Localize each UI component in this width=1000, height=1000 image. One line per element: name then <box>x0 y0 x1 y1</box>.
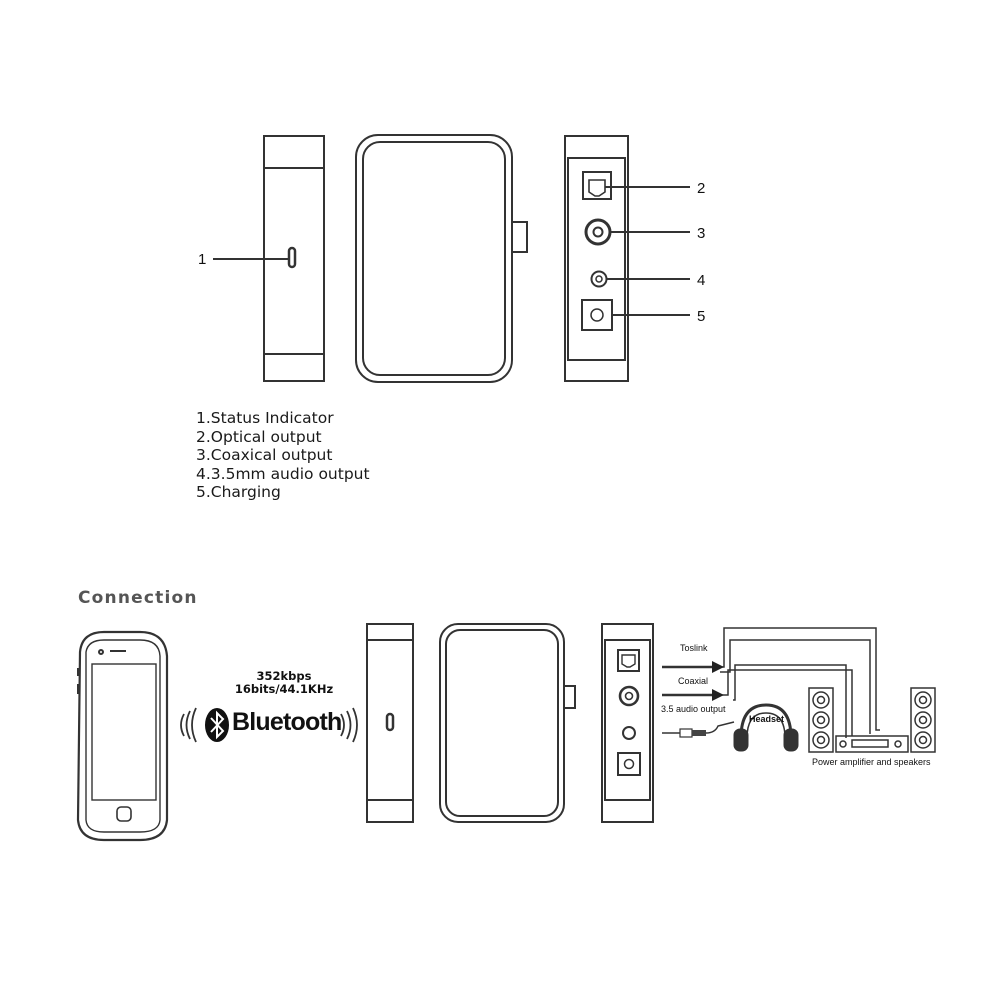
arrows <box>662 665 712 734</box>
bitrate-label: 352kbps 16bits/44.1KHz <box>224 670 344 696</box>
bitrate-line-2: 16bits/44.1KHz <box>234 682 334 696</box>
status-indicator-led-small <box>385 712 395 732</box>
smartphone-illustration <box>76 630 169 842</box>
legend-item: 2.Optical output <box>196 427 322 446</box>
device-front-view-small <box>439 623 576 823</box>
bluetooth-waves-left <box>180 707 197 743</box>
port-legend: 1.Status Indicator 2.Optical output 3.Co… <box>196 409 456 502</box>
device-front-view <box>355 134 528 383</box>
legend-item: 4.3.5mm audio output <box>196 464 370 483</box>
right-speaker-icon <box>910 687 936 753</box>
device-side-view-small <box>366 623 414 823</box>
charging-port <box>581 299 613 331</box>
callout-3: 3 <box>697 225 705 242</box>
legend-item: 1.Status Indicator <box>196 409 334 427</box>
bluetooth-wordmark: Bluetooth <box>232 708 342 736</box>
callout-1: 1 <box>198 251 206 268</box>
coaxial-label: Coaxial <box>678 676 709 686</box>
connection-cables <box>705 627 880 738</box>
device-port-view <box>564 135 629 382</box>
headset-icon <box>733 703 799 752</box>
left-speaker-icon <box>808 687 834 753</box>
bitrate-line-1: 352kbps <box>256 669 312 683</box>
bluetooth-waves-right <box>340 707 358 743</box>
audio-3-5mm-port <box>590 270 608 288</box>
coaxial-port <box>584 218 612 246</box>
callout-2: 2 <box>697 180 705 197</box>
amplifier-icon <box>835 735 909 753</box>
legend-item: 5.Charging <box>196 483 281 502</box>
device-port-view-small <box>601 623 654 823</box>
bluetooth-icon <box>205 708 229 742</box>
legend-item: 3.Coaxical output <box>196 446 333 465</box>
toslink-label: Toslink <box>680 643 708 653</box>
connection-title: Connection <box>78 588 198 608</box>
callout-4: 4 <box>697 272 705 289</box>
optical-port <box>582 171 612 200</box>
headset-label: Headset <box>749 714 785 724</box>
audio-output-label: 3.5 audio output <box>661 704 726 714</box>
callout-5: 5 <box>697 308 705 325</box>
amplifier-label: Power amplifier and speakers <box>812 757 931 767</box>
status-indicator-led <box>287 246 297 269</box>
